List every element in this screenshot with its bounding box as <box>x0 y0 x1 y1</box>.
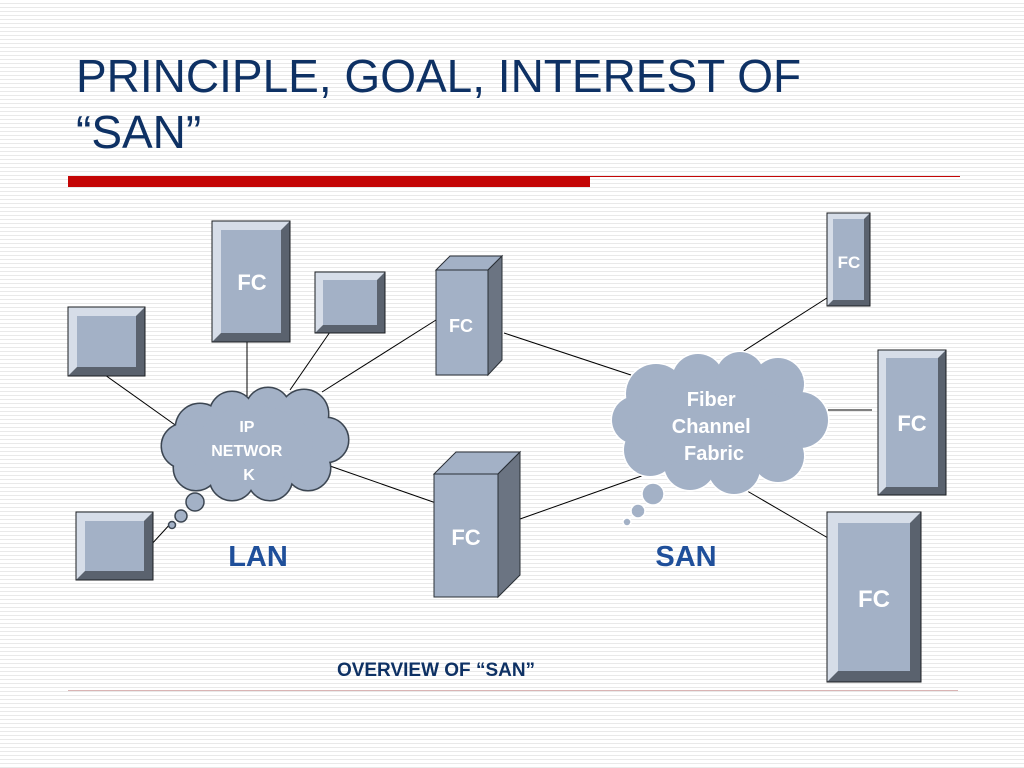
thought-bubble <box>630 503 646 519</box>
fabric-label-line2: Channel <box>672 416 751 438</box>
connector-line <box>329 465 437 504</box>
connector-line <box>735 295 831 357</box>
ip-network-label-line1: IP <box>239 419 254 436</box>
fc-server: FC <box>432 450 522 599</box>
lan-label: LAN <box>228 541 288 573</box>
fc-storage: FC <box>826 511 922 683</box>
slide-title: PRINCIPLE, GOAL, INTEREST OF “SAN” <box>76 50 802 158</box>
lan-monitor <box>314 271 386 334</box>
connector-line <box>741 487 829 539</box>
ip-network-cloud: IP NETWOR K <box>160 386 350 530</box>
footer-divider <box>68 690 958 691</box>
lan-monitor <box>75 511 154 581</box>
thought-bubble <box>641 482 665 506</box>
fabric-label-line3: Fabric <box>684 443 744 465</box>
fc-label: FC <box>237 270 266 295</box>
ip-network-label-line2: NETWOR <box>211 443 283 460</box>
fc-label: FC <box>838 253 861 272</box>
fc-label: FC <box>858 586 890 613</box>
thought-bubble <box>185 492 205 512</box>
fc-server: FC <box>211 220 291 343</box>
fabric-label-line1: Fiber <box>687 389 736 411</box>
thought-bubble <box>174 509 188 523</box>
diagram-caption: OVERVIEW OF “SAN” <box>337 660 535 681</box>
fiber-channel-fabric-cloud: Fiber Channel Fabric <box>610 350 830 527</box>
fc-storage: FC <box>877 349 947 496</box>
title-underline-thin <box>590 176 960 177</box>
connector-line <box>289 331 331 391</box>
connector-line <box>519 472 651 520</box>
fc-storage: FC <box>826 212 871 307</box>
connector-line <box>321 319 437 393</box>
fc-label: FC <box>451 525 480 550</box>
connector-line <box>503 332 641 379</box>
thought-bubble <box>167 520 177 530</box>
fc-server: FC <box>434 254 504 377</box>
title-underline-accent <box>68 176 590 187</box>
fc-label: FC <box>897 411 926 436</box>
svg-text:Fiber Channel Fabr: Fiber Channel Fabric <box>672 389 756 465</box>
lan-monitor <box>67 306 146 377</box>
connector-line <box>104 374 179 428</box>
san-label: SAN <box>655 541 716 573</box>
thought-bubble <box>622 517 632 527</box>
ip-network-label-line3: K <box>243 467 255 484</box>
svg-text:IP NETWOR K: IP NETWOR K <box>211 419 287 484</box>
fc-label: FC <box>449 316 473 336</box>
